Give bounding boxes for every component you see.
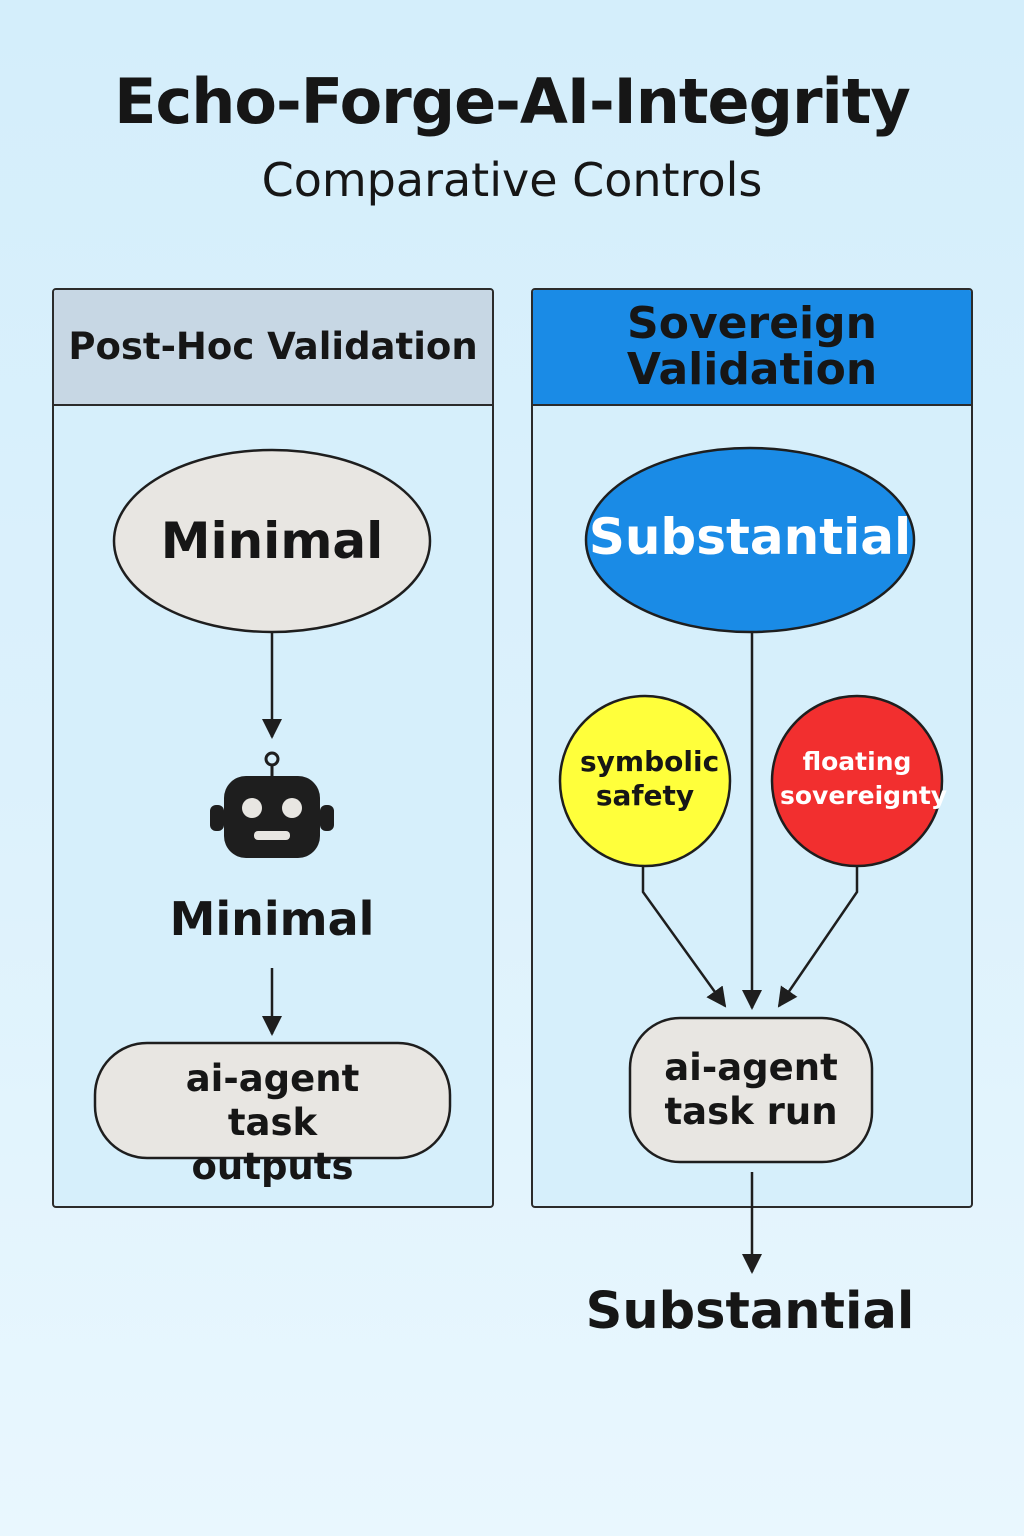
symbolic-safety-label: symbolic safety bbox=[580, 745, 720, 812]
task-run-box bbox=[628, 1016, 874, 1164]
task-outputs-box bbox=[93, 1041, 452, 1160]
floating-sovereignty-label: floating sovereignty bbox=[780, 747, 948, 810]
minimal-ellipse-label: Minimal bbox=[160, 512, 384, 570]
arrow-symbolic-to-task-run bbox=[641, 866, 727, 1008]
arrow-floating-to-task-run bbox=[777, 866, 859, 1008]
sovereign-validation-title: Sovereign Validation bbox=[626, 298, 878, 395]
task-run-label: ai-agent task run bbox=[664, 1046, 838, 1133]
substantial-ellipse bbox=[584, 446, 916, 634]
page-subtitle: Comparative Controls bbox=[261, 153, 763, 207]
symbolic-safety-circle bbox=[558, 694, 732, 868]
task-outputs-label: ai-agent task outputs bbox=[185, 1057, 360, 1188]
substantial-ellipse-label: Substantial bbox=[588, 508, 912, 566]
post-hoc-validation-header: Post-Hoc Validation bbox=[54, 290, 492, 406]
post-hoc-validation-title: Post-Hoc Validation bbox=[68, 325, 478, 368]
minimal-label: Minimal bbox=[169, 892, 375, 946]
substantial-outcome-label: Substantial bbox=[585, 1282, 915, 1341]
page-title: Echo-Forge-AI-Integrity bbox=[114, 65, 911, 138]
sovereign-validation-header: Sovereign Validation bbox=[533, 290, 971, 406]
robot-icon bbox=[210, 751, 334, 858]
minimal-ellipse bbox=[112, 448, 432, 634]
